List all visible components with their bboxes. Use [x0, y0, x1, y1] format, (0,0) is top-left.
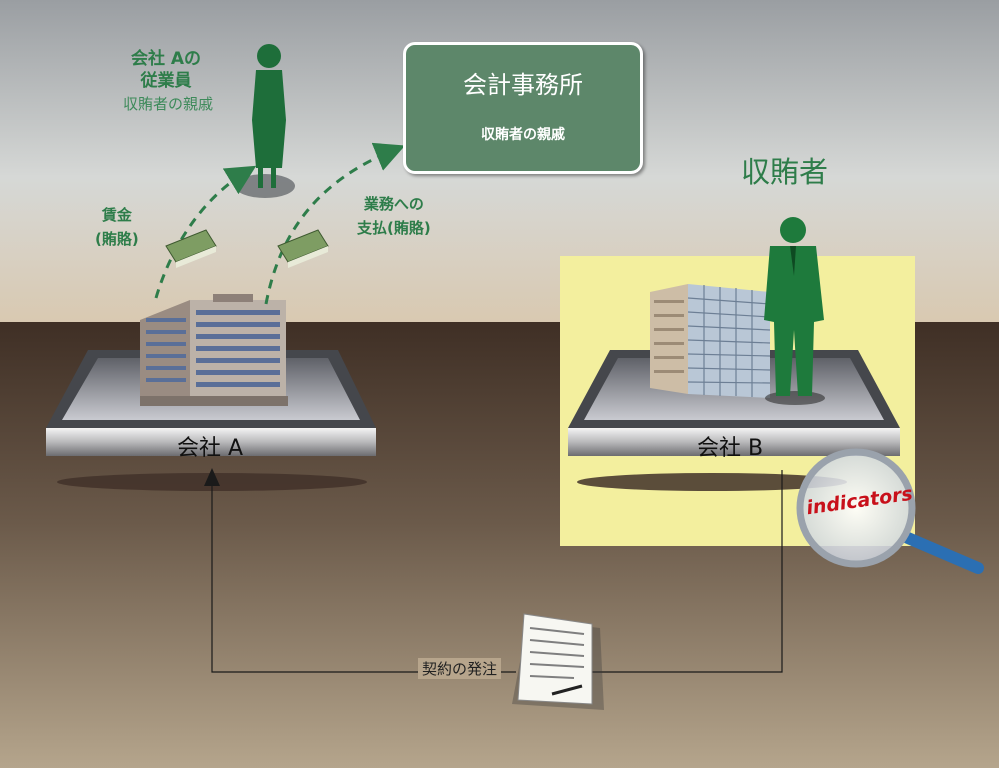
- arrow-up-icon: [204, 468, 220, 486]
- business-payment-line2: 支払(賄賂): [357, 219, 431, 237]
- magnifier-icon: [796, 448, 984, 574]
- accounting-firm-box: 会計事務所 収賄者の親戚: [403, 42, 643, 174]
- company-b-label: 会社 B: [696, 436, 764, 461]
- employee-figure-icon: [235, 44, 295, 198]
- employee-title: 会社 Aの 従業員: [118, 48, 214, 92]
- accounting-firm-title: 会計事務所: [463, 71, 583, 99]
- accounting-firm-subtitle: 収賄者の親戚: [481, 127, 565, 143]
- company-a-label: 会社 A: [176, 436, 244, 461]
- business-payment-label: 業務への 支払(賄賂): [357, 192, 431, 240]
- building-a-icon: [140, 294, 288, 406]
- employee-title-line2: 従業員: [140, 71, 192, 91]
- money-bundle-icon: [277, 229, 329, 268]
- money-bundle-icon: [165, 229, 217, 268]
- employee-role: 収賄者の親戚: [122, 95, 213, 113]
- wages-arrow: [154, 165, 257, 299]
- bribe-recipient-label: 収賄者: [741, 155, 829, 189]
- wages-line1: 賃金: [101, 206, 132, 224]
- businessman-figure-icon: [764, 217, 825, 405]
- contract-line-b: [590, 470, 783, 673]
- business-payment-line1: 業務への: [363, 195, 424, 213]
- wages-label: 賃金 (賄賂): [95, 203, 139, 251]
- document-icon: [512, 613, 604, 710]
- payment-arrow: [264, 142, 406, 305]
- contract-label: 契約の発注: [418, 658, 502, 679]
- wages-line2: (賄賂): [95, 230, 139, 248]
- contract-line-a: [211, 470, 516, 673]
- building-b-icon: [650, 284, 771, 398]
- employee-title-line1: 会社 Aの: [130, 49, 202, 69]
